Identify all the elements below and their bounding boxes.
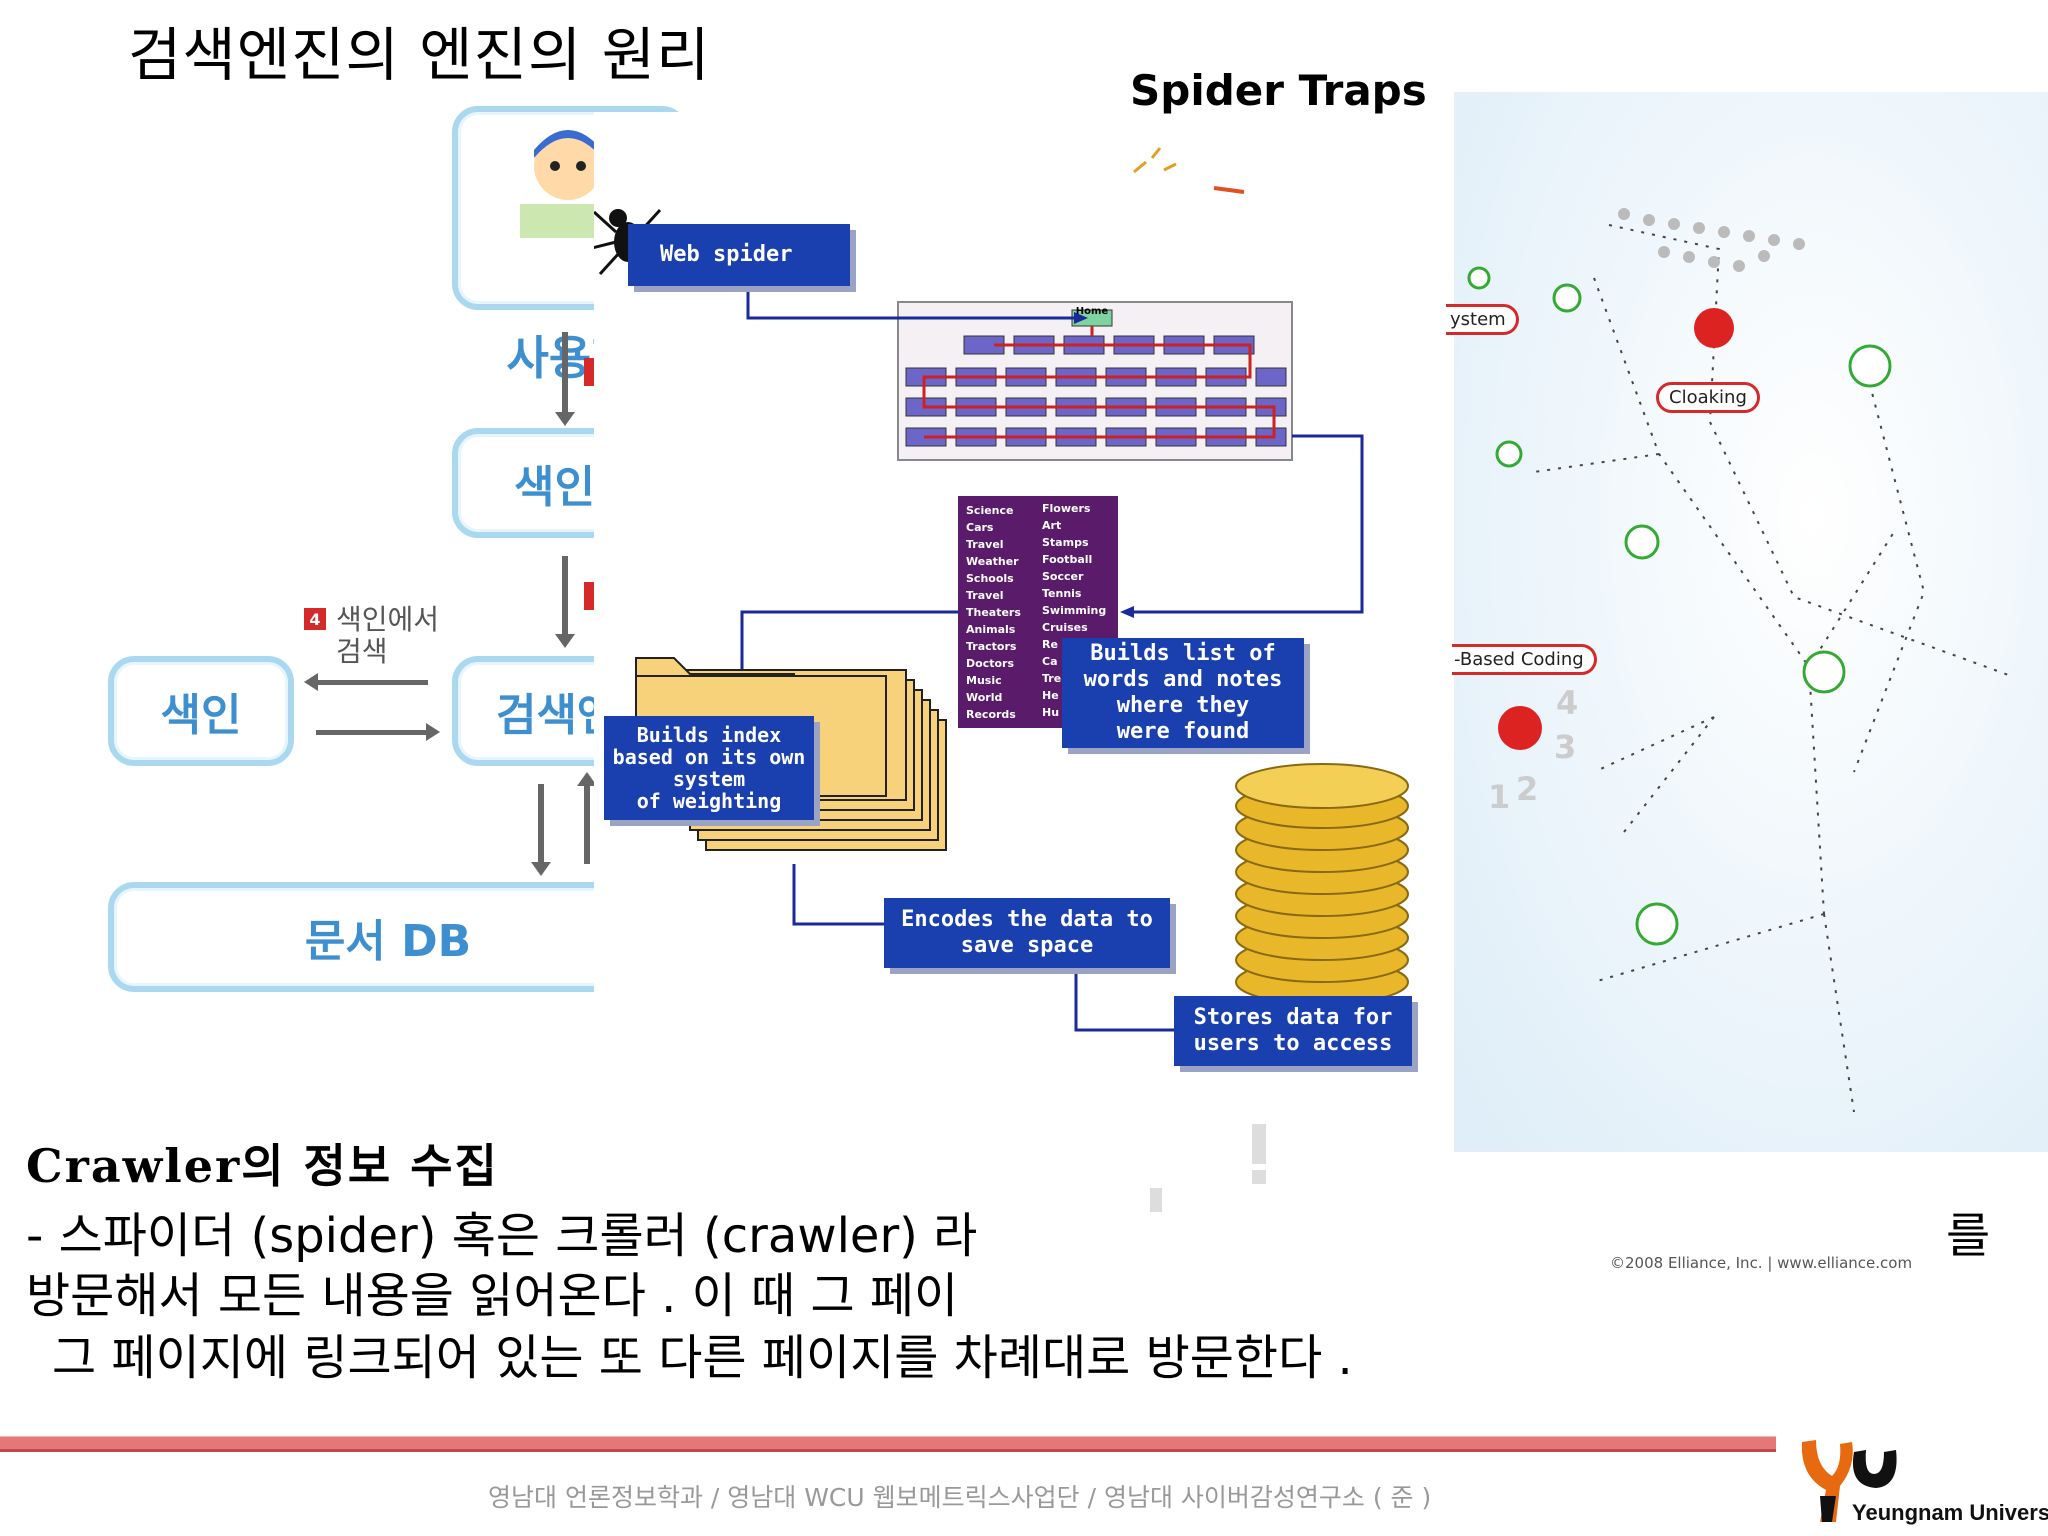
footer-divider xyxy=(0,1436,1776,1452)
word-list-item: Weather xyxy=(966,555,1019,568)
word-list-item: Doctors xyxy=(966,657,1014,670)
word-list-item: Tre xyxy=(1042,672,1062,685)
word-list-item: Football xyxy=(1042,553,1093,566)
word-list-item: Art xyxy=(1042,519,1062,532)
word-list-item: Tennis xyxy=(1042,587,1082,600)
crawler-heading: Crawler의 정보 수집 xyxy=(26,1139,499,1193)
word-list-item: Schools xyxy=(966,572,1014,585)
yeungnam-logo-icon xyxy=(1801,1440,1897,1522)
arrow-engine-to-index xyxy=(304,673,428,691)
arrow-index-to-engine-horizontal xyxy=(316,723,440,741)
trap-number-1: 1 xyxy=(1488,778,1511,816)
word-list-item: World xyxy=(966,691,1003,704)
home-tab-label: Home xyxy=(1075,306,1109,317)
web-spider-label: Web spider xyxy=(660,242,793,267)
step-marker-2 xyxy=(584,582,596,610)
encodes-box: Encodes the data to save space xyxy=(884,898,1170,968)
word-list-item: Flowers xyxy=(1042,502,1091,515)
word-list-item: Travel xyxy=(966,589,1004,602)
encodes-line2: save space xyxy=(960,933,1094,958)
word-list-item: Animals xyxy=(966,623,1016,636)
builds-index-line1: Builds index xyxy=(636,723,782,747)
word-list-item: Travel xyxy=(966,538,1004,551)
trap-label-cloaking: Cloaking xyxy=(1656,382,1760,413)
index-box-left: 색인 xyxy=(108,656,294,766)
trap-label-coding: -Based Coding xyxy=(1452,644,1597,675)
arrow-user-to-index xyxy=(555,332,575,426)
body-line-1-end: 를 xyxy=(1946,1208,1991,1264)
footer-text: 영남대 언론정보학과 / 영남대 WCU 웹보메트릭스사업단 / 영남대 사이버… xyxy=(488,1483,1432,1512)
body-line-2: 방문해서 모든 내용을 읽어온다 . 이 때 그 페이 xyxy=(26,1268,959,1324)
word-list-item: Science xyxy=(966,504,1014,517)
step4-text-line2: 검색 xyxy=(336,635,388,668)
body-line-3: 그 페이지에 링크되어 있는 또 다른 페이지를 차례대로 방문한다 . xyxy=(52,1330,1353,1386)
spider-traps-title: Spider Traps xyxy=(1130,66,1427,115)
arrow-index-to-engine xyxy=(555,556,575,648)
trap-number-3: 3 xyxy=(1554,728,1577,766)
builds-index-line3: system xyxy=(672,767,746,791)
builds-list-line1: Builds list of xyxy=(1090,641,1276,666)
slide-title: 검색엔진의 엔진의 원리 xyxy=(128,21,711,89)
arrow-engine-to-db xyxy=(531,784,551,876)
word-list-item: Tractors xyxy=(966,640,1017,653)
builds-list-line3: where they xyxy=(1116,693,1250,718)
spider-traps-image: Home Web spider Science Cars Travel Weat… xyxy=(594,52,2048,1212)
word-list-col2: Flowers Art Stamps Football Soccer Tenni… xyxy=(1042,500,1106,721)
copyright-text: ©2008 Elliance, Inc. | www.elliance.com xyxy=(1610,1254,1913,1272)
word-list-item: Cars xyxy=(966,521,994,534)
step4-text-line1: 색인에서 xyxy=(336,603,440,636)
university-name: Yeungnam University xyxy=(1852,1500,2048,1525)
step4-text: 색인에서 검색 xyxy=(336,604,439,668)
word-list-item: Hu xyxy=(1042,706,1060,719)
index-box-top-label: 색인 xyxy=(514,462,595,513)
stores-box: Stores data for users to access xyxy=(1174,996,1412,1066)
word-list-col1: Science Cars Travel Weather Schools Trav… xyxy=(966,502,1021,723)
encodes-line1: Encodes the data to xyxy=(901,907,1153,932)
word-list-item: Ca xyxy=(1042,655,1058,668)
builds-index-box: Builds index based on its own system of … xyxy=(604,716,814,820)
stores-line2: users to access xyxy=(1193,1031,1393,1056)
word-list-item: Cruises xyxy=(1042,621,1088,634)
word-list-item: He xyxy=(1042,689,1059,702)
word-list-item: Stamps xyxy=(1042,536,1089,549)
document-db-box-label: 문서 DB xyxy=(304,916,472,967)
word-list-item: Soccer xyxy=(1042,570,1084,583)
builds-list-line4: were found xyxy=(1116,719,1250,744)
word-list-item: Swimming xyxy=(1042,604,1107,617)
arrow-db-to-engine xyxy=(577,772,597,864)
stores-line1: Stores data for xyxy=(1193,1005,1393,1030)
web-spider-box: Web spider xyxy=(628,224,850,286)
trap-number-4: 4 xyxy=(1556,684,1579,722)
builds-index-line2: based on its own xyxy=(612,745,806,769)
word-list-item: Records xyxy=(966,708,1016,721)
body-line-1-start: - 스파이더 (spider) 혹은 크롤러 (crawler) 라 xyxy=(26,1208,978,1264)
document-db-box: 문서 DB xyxy=(108,882,668,992)
word-list-item: Theaters xyxy=(966,606,1021,619)
builds-list-box: Builds list of words and notes where the… xyxy=(1062,638,1304,748)
step-marker-1 xyxy=(584,358,596,386)
index-box-left-label: 색인 xyxy=(160,690,242,741)
builds-index-line4: of weighting xyxy=(636,789,782,813)
word-list-item: Re xyxy=(1042,638,1058,651)
trap-label-system: ystem xyxy=(1446,304,1519,335)
builds-list-line2: words and notes xyxy=(1083,667,1283,692)
trap-number-2: 2 xyxy=(1516,770,1539,808)
word-list-item: Music xyxy=(966,674,1002,687)
step4-badge: 4 xyxy=(304,608,326,630)
